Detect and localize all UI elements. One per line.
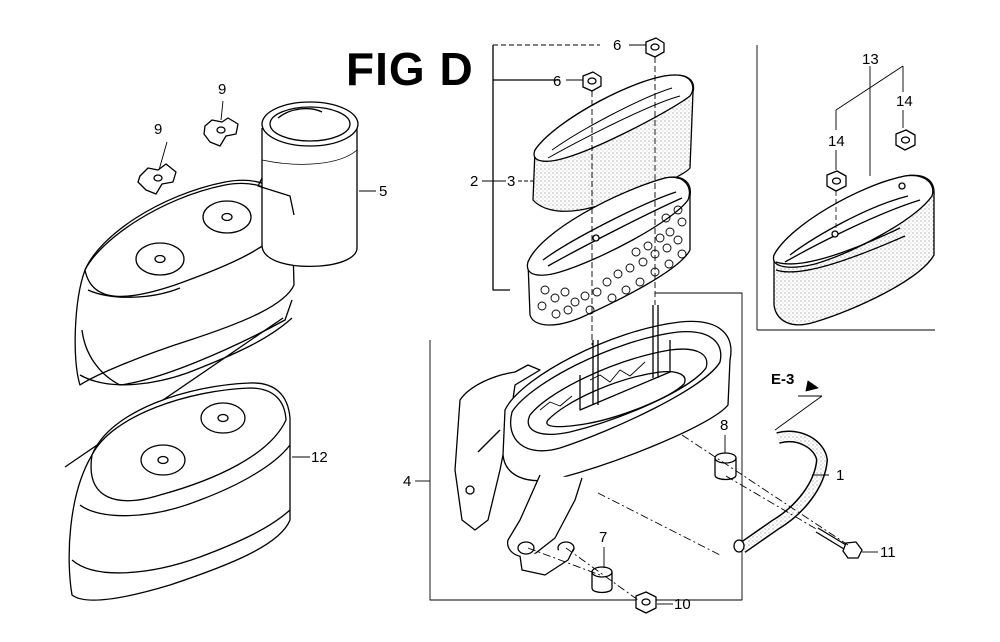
pre-cleaner-foam [532, 74, 695, 212]
callout-8: 8 [720, 417, 729, 434]
air-cleaner-cover-alt [68, 382, 291, 601]
callout-4: 4 [403, 473, 412, 490]
callout-1: 1 [836, 467, 845, 484]
bracket-4 [429, 292, 743, 601]
callout-2: 2 [470, 173, 479, 190]
callout-9-left: 9 [154, 121, 163, 138]
wing-nut-upper [203, 117, 239, 147]
flange-nut-10 [635, 591, 657, 614]
callout-14-left: 14 [828, 133, 845, 150]
leader-lines [527, 434, 849, 601]
breather-tube [733, 430, 828, 553]
callout-13: 13 [862, 51, 879, 68]
callout-9-right: 9 [218, 81, 227, 98]
flange-nut-top [645, 37, 665, 58]
air-filter-element-alt [772, 174, 935, 326]
flange-nut-second [582, 71, 602, 92]
callout-12: 12 [311, 449, 328, 466]
collar-7 [591, 566, 613, 594]
callout-6-top: 6 [613, 37, 622, 54]
callout-10: 10 [674, 596, 691, 613]
air-cleaner-base [454, 305, 732, 576]
wing-nut-lower [137, 163, 177, 195]
callout-14-right: 14 [896, 93, 913, 110]
air-duct-elbow [257, 101, 359, 268]
callout-6-second: 6 [553, 73, 562, 90]
callout-7: 7 [599, 529, 608, 546]
callout-11: 11 [880, 544, 896, 561]
wing-nut-right-b [895, 129, 916, 151]
callout-leaders [158, 44, 904, 605]
air-filter-element [526, 176, 691, 326]
wing-nut-right-a [826, 170, 847, 192]
bracket-2 [492, 44, 600, 291]
callout-3: 3 [507, 173, 516, 190]
air-cleaner-cover [74, 179, 295, 386]
figure-title: FIG D [346, 43, 474, 95]
bolt-11 [815, 527, 863, 559]
collar-8 [714, 452, 737, 481]
reference-e3: E-3 [771, 371, 795, 388]
callout-5: 5 [379, 183, 388, 200]
